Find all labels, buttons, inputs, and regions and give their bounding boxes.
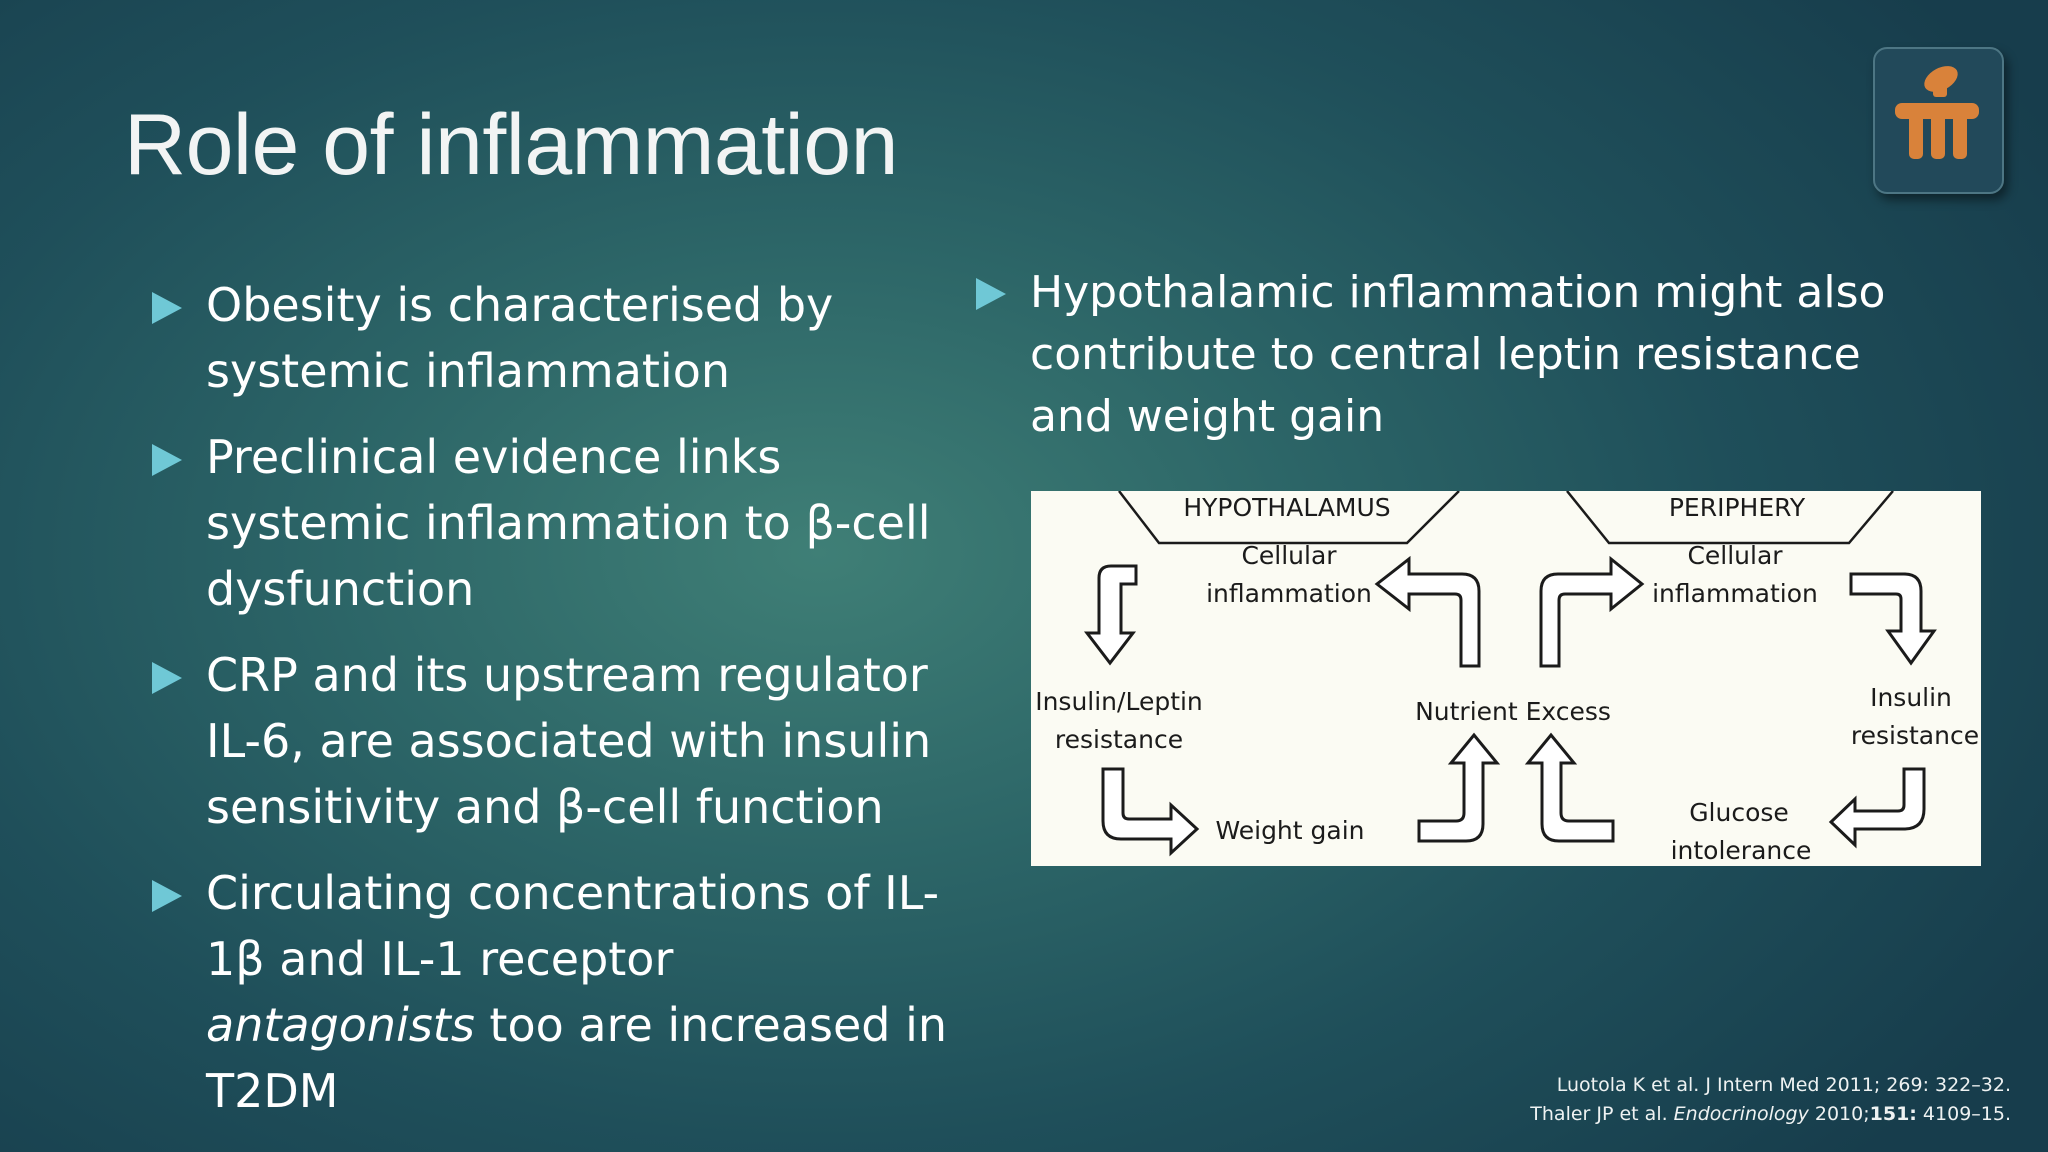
nutrient-excess-label: Nutrient Excess (1415, 697, 1611, 726)
bullet-text-emphasis: antagonists (206, 998, 475, 1052)
reference-2-year: 2010; (1808, 1103, 1870, 1125)
curved-arrow-icon (1539, 555, 1645, 668)
insulin-leptin-label: Insulin/Leptin (1035, 687, 1203, 716)
bullet-text-part: Circulating concentrations of IL-1β and … (206, 866, 940, 986)
bullet-text: Hypothalamic inflammation might also con… (1030, 267, 1886, 442)
right-bullet-list: Hypothalamic inflammation might also con… (974, 262, 1934, 468)
curved-arrow-icon (1083, 564, 1138, 666)
bullet-item: Hypothalamic inflammation might also con… (974, 262, 1934, 448)
triangle-bullet-icon (152, 880, 182, 912)
curved-arrow-icon (1374, 555, 1481, 668)
slide-title: Role of inflammation (124, 97, 898, 193)
reference-2-authors: Thaler JP et al. (1530, 1103, 1674, 1125)
curved-arrow-icon (1417, 732, 1501, 843)
left-inflammation-label: inflammation (1206, 579, 1372, 608)
reference-1: Luotola K et al. J Intern Med 2011; 269:… (1556, 1074, 2011, 1096)
left-bullet-list: Obesity is characterised by systemic inf… (150, 272, 950, 1144)
insulin-resistance-label: resistance (1851, 721, 1979, 750)
triangle-bullet-icon (976, 278, 1006, 310)
periphery-header-shape (1566, 490, 1894, 545)
hypothalamus-label: HYPOTHALAMUS (1183, 493, 1390, 522)
triangle-bullet-icon (152, 662, 182, 694)
reference-2-pages: 4109–15. (1916, 1103, 2011, 1125)
bullet-text: Circulating concentrations of IL-1β and … (206, 866, 947, 1118)
bullet-text: Obesity is characterised by systemic inf… (206, 278, 834, 398)
references: Luotola K et al. J Intern Med 2011; 269:… (1530, 1071, 2011, 1129)
bullet-item: Preclinical evidence links systemic infl… (150, 424, 950, 622)
right-cellular-label: Cellular (1687, 541, 1783, 570)
curved-arrow-icon (1849, 572, 1937, 666)
curved-arrow-icon (1524, 732, 1615, 843)
left-cellular-label: Cellular (1241, 541, 1337, 570)
glucose-label: Glucose (1689, 798, 1789, 827)
triangle-bullet-icon (152, 292, 182, 324)
reference-2-volume: 151: (1869, 1103, 1917, 1125)
insulin-label: Insulin (1870, 683, 1952, 712)
bullet-text: CRP and its upstream regulator IL-6, are… (206, 648, 932, 834)
curved-arrow-icon (1101, 767, 1200, 857)
periphery-label: PERIPHERY (1669, 493, 1806, 522)
reference-2: Thaler JP et al. Endocrinology 2010;151:… (1530, 1100, 2011, 1129)
bullet-item: Circulating concentrations of IL-1β and … (150, 860, 950, 1124)
bullet-item: CRP and its upstream regulator IL-6, are… (150, 642, 950, 840)
bullet-item: Obesity is characterised by systemic inf… (150, 272, 950, 404)
glucose-intolerance-label: intolerance (1671, 836, 1812, 865)
reference-2-journal: Endocrinology (1673, 1103, 1809, 1125)
triangle-bullet-icon (152, 444, 182, 476)
medical-society-logo-icon (1873, 47, 2004, 194)
hypothalamus-header-shape (1118, 490, 1460, 545)
bullet-text: Preclinical evidence links systemic infl… (206, 430, 931, 616)
inflammation-cycle-diagram: HYPOTHALAMUS PERIPHERY Cellular inflamma… (1031, 490, 1981, 866)
weight-gain-label: Weight gain (1215, 816, 1364, 845)
right-inflammation-label: inflammation (1652, 579, 1818, 608)
curved-arrow-icon (1828, 767, 1926, 849)
insulin-leptin-resistance-label: resistance (1055, 725, 1183, 754)
bullet-text-part: too are increased in T2DM (206, 998, 948, 1118)
